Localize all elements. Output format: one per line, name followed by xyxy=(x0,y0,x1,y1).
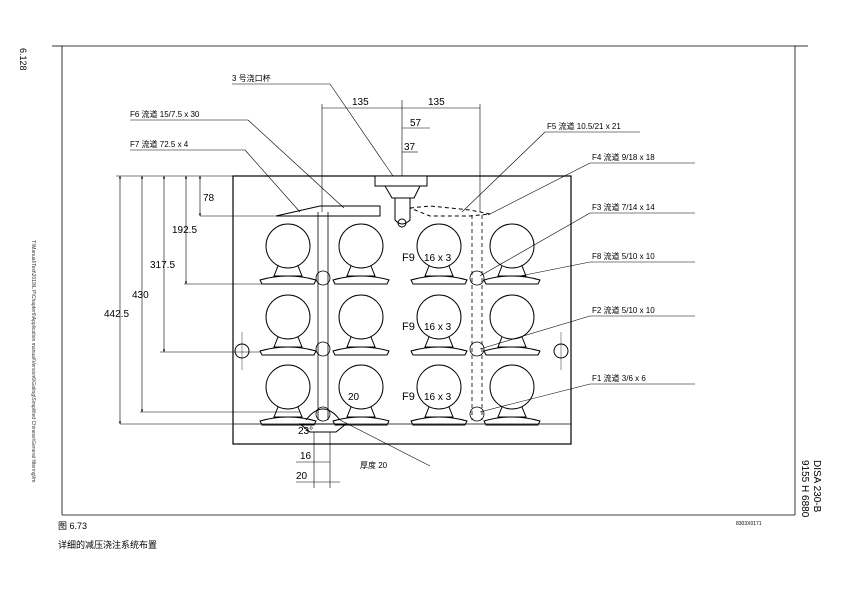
casting xyxy=(410,223,468,285)
casting-body xyxy=(489,364,535,410)
casting-body xyxy=(338,294,384,340)
dimension-values: 135 135 57 37 78 192.5 317.5 430 442.5 2… xyxy=(104,97,445,482)
casting-base xyxy=(332,346,390,356)
label-f5: F5 流道 10.5/21 x 21 xyxy=(547,121,621,131)
casting xyxy=(410,364,468,426)
casting-base xyxy=(483,275,541,285)
casting-body xyxy=(338,364,384,410)
label-f8: F8 流道 5/10 x 10 xyxy=(592,251,655,261)
label-f9-size-row2: 16 x 3 xyxy=(424,322,452,333)
dim-20-bottom: 20 xyxy=(296,471,308,482)
figure-number: 图 6.73 xyxy=(58,521,88,531)
dim-37: 37 xyxy=(404,142,416,153)
casting-base xyxy=(410,275,468,285)
casting-body xyxy=(416,294,462,340)
casting-body xyxy=(265,223,311,269)
page-frame xyxy=(52,45,808,516)
casting-base xyxy=(332,275,390,285)
vertical-runners xyxy=(315,212,485,422)
label-thickness: 厚度 20 xyxy=(360,460,388,470)
dim-192-5: 192.5 xyxy=(172,225,197,236)
dim-135-right: 135 xyxy=(428,97,445,108)
casting-base xyxy=(259,275,317,285)
casting xyxy=(259,294,317,356)
locating-holes xyxy=(234,332,569,370)
casting-body xyxy=(265,294,311,340)
dimension-lines xyxy=(116,100,481,488)
label-f9-size-row3: 16 x 3 xyxy=(424,392,452,403)
diagram-labels: 3 号浇口杯 F6 流道 15/7.5 x 30 F7 流道 72.5 x 4 … xyxy=(130,73,655,470)
label-f9-row1: F9 xyxy=(402,252,415,264)
casting xyxy=(259,223,317,285)
casting-body xyxy=(338,223,384,269)
casting-base xyxy=(410,346,468,356)
casting xyxy=(483,364,541,426)
casting-body xyxy=(416,223,462,269)
casting-base xyxy=(483,346,541,356)
label-sprue-cup: 3 号浇口杯 xyxy=(232,73,271,83)
figure-caption: 详细的减压浇注系统布置 xyxy=(58,540,158,550)
casting-body xyxy=(416,364,462,410)
label-f9-row2: F9 xyxy=(402,321,415,333)
castings-layer xyxy=(259,223,541,426)
bottom-basin xyxy=(298,408,348,433)
casting xyxy=(332,364,390,426)
dim-20-top: 20 xyxy=(348,392,360,403)
dim-23-degrees: 23° xyxy=(298,426,313,437)
label-f1: F1 流道 3/6 x 6 xyxy=(592,373,646,383)
dim-78: 78 xyxy=(203,193,215,204)
dim-317-5: 317.5 xyxy=(150,260,175,271)
dim-16: 16 xyxy=(300,451,312,462)
label-f3: F3 流道 7/14 x 14 xyxy=(592,202,655,212)
label-f6: F6 流道 15/7.5 x 30 xyxy=(130,109,200,119)
dim-430: 430 xyxy=(132,290,149,301)
drawing-code: 8303X0171 xyxy=(736,521,762,527)
casting-base xyxy=(483,416,541,426)
casting-base xyxy=(332,416,390,426)
casting xyxy=(332,223,390,285)
casting xyxy=(332,294,390,356)
casting xyxy=(259,364,317,426)
label-f4: F4 流道 9/18 x 18 xyxy=(592,152,655,162)
casting-base xyxy=(410,416,468,426)
label-f9-row3: F9 xyxy=(402,391,415,403)
label-f9-size-row1: 16 x 3 xyxy=(424,253,452,264)
casting-body xyxy=(489,294,535,340)
dim-135-left: 135 xyxy=(352,97,369,108)
casting-base xyxy=(259,346,317,356)
dim-57: 57 xyxy=(410,118,422,129)
label-f2: F2 流道 5/10 x 10 xyxy=(592,305,655,315)
casting xyxy=(483,294,541,356)
dim-442-5: 442.5 xyxy=(104,309,129,320)
sprue-and-runners xyxy=(275,175,491,228)
casting-body xyxy=(265,364,311,410)
casting xyxy=(483,223,541,285)
casting xyxy=(410,294,468,356)
casting-body xyxy=(489,223,535,269)
leader-lines xyxy=(130,83,695,413)
label-f7: F7 流道 72.5 x 4 xyxy=(130,139,189,149)
